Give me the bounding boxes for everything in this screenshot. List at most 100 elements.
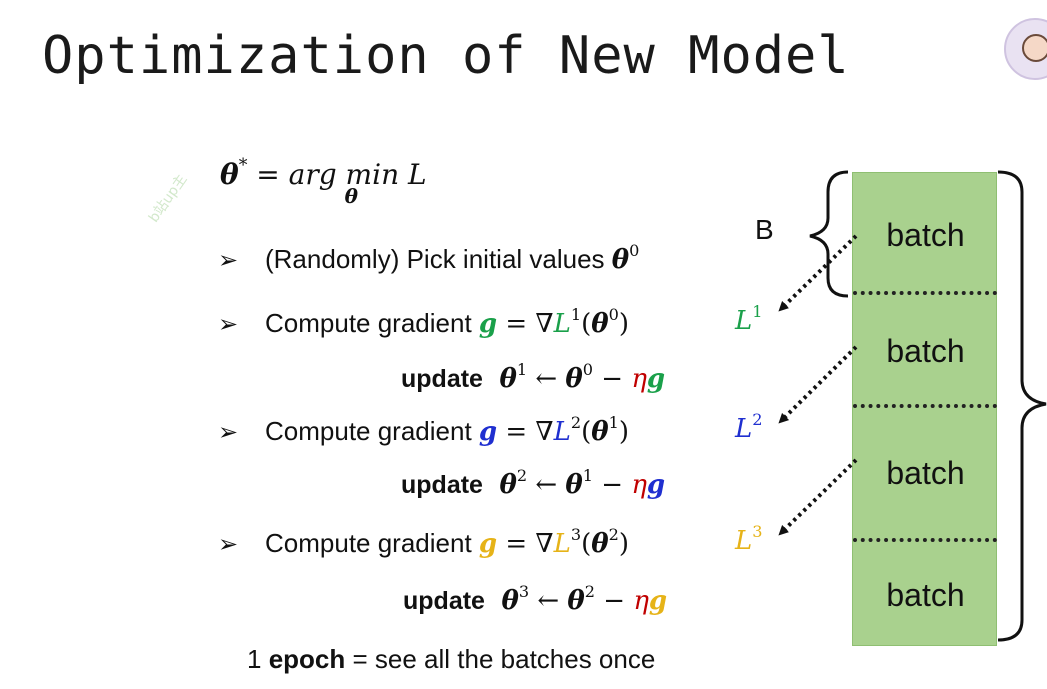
theta-symbol: θ xyxy=(611,245,630,275)
star-superscript: * xyxy=(238,155,248,176)
argmin-operator: arg min xyxy=(288,158,400,191)
theta-symbol: θ xyxy=(591,417,609,447)
theta-symbol: θ xyxy=(591,529,609,559)
minus-sign: − xyxy=(593,364,632,394)
eta-symbol: η xyxy=(631,470,647,500)
close-paren: ) xyxy=(618,309,629,339)
batch-label: batch xyxy=(886,455,965,491)
init-step: (Randomly) Pick initial values θ0 xyxy=(265,240,640,275)
batch-separator xyxy=(853,538,997,542)
loss-symbol: L xyxy=(553,417,571,447)
nabla-operator: = ∇ xyxy=(497,309,554,339)
loss-superscript: 3 xyxy=(752,521,763,541)
epoch-description: = see all the batches once xyxy=(345,644,656,674)
theta-superscript: 0 xyxy=(629,240,640,260)
gradient-text: Compute gradient xyxy=(265,416,479,446)
update-step-1: update θ1 ← θ0 − ηg xyxy=(401,361,666,394)
theta-superscript: 0 xyxy=(582,359,593,379)
minus-sign: − xyxy=(595,586,634,616)
g-symbol: g xyxy=(646,470,666,500)
batch-separator xyxy=(853,291,997,295)
close-paren: ) xyxy=(618,417,629,447)
eta-symbol: η xyxy=(633,586,649,616)
bullet-arrow-icon: ➢ xyxy=(218,530,239,558)
theta-symbol: θ xyxy=(220,158,239,191)
theta-symbol: θ xyxy=(567,586,585,616)
g-symbol: g xyxy=(478,417,498,447)
batch-label: batch xyxy=(886,217,965,253)
loss-symbol: L xyxy=(735,414,753,444)
g-symbol: g xyxy=(478,529,498,559)
loss-symbol: L xyxy=(735,526,753,556)
g-symbol: g xyxy=(646,364,666,394)
epoch-word: epoch xyxy=(268,644,346,674)
side-loss-3: L3 xyxy=(735,523,763,556)
bullet-arrow-icon: ➢ xyxy=(218,246,239,274)
arrow-batch2-to-L2 xyxy=(778,345,858,424)
side-loss-1: L1 xyxy=(735,303,763,336)
loss-superscript: 2 xyxy=(752,409,763,429)
init-text: (Randomly) Pick initial values xyxy=(265,244,612,274)
minus-sign: − xyxy=(593,470,632,500)
theta-superscript: 0 xyxy=(608,304,619,324)
theta-superscript: 2 xyxy=(584,581,595,601)
loss-superscript: 1 xyxy=(752,301,763,321)
theta-symbol: θ xyxy=(499,470,517,500)
theta-superscript: 3 xyxy=(518,581,530,601)
side-loss-2: L2 xyxy=(735,411,763,444)
batch-stack: batch batch batch batch xyxy=(852,172,997,646)
assign-arrow: ← xyxy=(529,586,568,616)
theta-superscript: 2 xyxy=(516,465,528,485)
arrow-batch1-to-L1 xyxy=(778,234,858,312)
bullet-arrow-icon: ➢ xyxy=(218,310,239,338)
update-label: update xyxy=(403,587,485,615)
loss-superscript: 1 xyxy=(570,304,582,324)
presenter-avatar xyxy=(1004,18,1047,80)
loss-symbol: L xyxy=(408,158,427,191)
loss-symbol: L xyxy=(553,309,571,339)
batch-label: batch xyxy=(886,577,965,613)
theta-symbol: θ xyxy=(499,364,517,394)
gradient-text: Compute gradient xyxy=(265,528,479,558)
theta-superscript: 1 xyxy=(608,412,619,432)
theta-superscript: 1 xyxy=(582,465,593,485)
large-brace-icon xyxy=(997,170,1047,642)
assign-arrow: ← xyxy=(527,470,566,500)
loss-superscript: 3 xyxy=(570,524,582,544)
theta-symbol: θ xyxy=(565,470,583,500)
theta-symbol: θ xyxy=(501,586,519,616)
update-label: update xyxy=(401,471,483,499)
epoch-definition: 1 epoch = see all the batches once xyxy=(247,644,655,675)
g-symbol: g xyxy=(648,586,668,616)
loss-symbol: L xyxy=(735,306,753,336)
gradient-step-2: Compute gradient g = ∇L2(θ1) xyxy=(265,412,629,447)
avatar-face-icon xyxy=(1022,34,1047,62)
open-paren: ( xyxy=(581,529,592,559)
batch-size-label: B xyxy=(755,214,774,245)
equals-sign: = xyxy=(256,158,289,191)
open-paren: ( xyxy=(581,417,592,447)
objective-formula: θ* = arg min θ L xyxy=(220,155,427,208)
bullet-arrow-icon: ➢ xyxy=(218,418,239,446)
update-step-3: update θ3 ← θ2 − ηg xyxy=(403,583,668,616)
close-paren: ) xyxy=(618,529,629,559)
nabla-operator: = ∇ xyxy=(497,417,554,447)
slide-title: Optimization of New Model xyxy=(42,26,850,86)
arrow-batch3-to-L3 xyxy=(778,458,858,536)
open-paren: ( xyxy=(581,309,592,339)
g-symbol: g xyxy=(478,309,498,339)
theta-superscript: 2 xyxy=(608,524,619,544)
gradient-step-1: Compute gradient g = ∇L1(θ0) xyxy=(265,304,629,339)
gradient-step-3: Compute gradient g = ∇L3(θ2) xyxy=(265,524,629,559)
theta-symbol: θ xyxy=(565,364,583,394)
update-step-2: update θ2 ← θ1 − ηg xyxy=(401,467,666,500)
update-label: update xyxy=(401,365,483,393)
eta-symbol: η xyxy=(631,364,647,394)
argmin-subscript: θ xyxy=(344,184,358,208)
theta-symbol: θ xyxy=(591,309,609,339)
nabla-operator: = ∇ xyxy=(497,529,554,559)
loss-superscript: 2 xyxy=(570,412,582,432)
batch-separator xyxy=(853,404,997,408)
epoch-count: 1 xyxy=(247,644,269,674)
